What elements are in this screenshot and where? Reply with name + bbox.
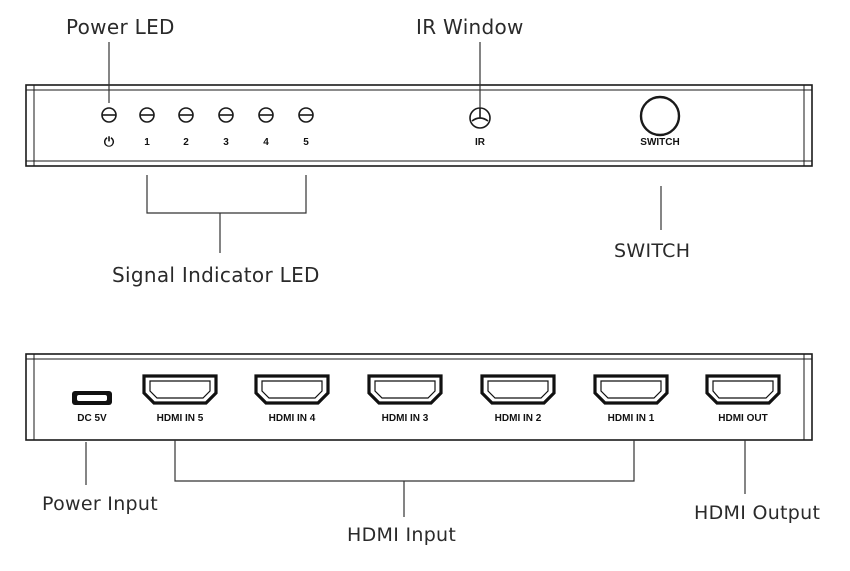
switch-label: SWITCH xyxy=(640,137,680,148)
led-label-4: 4 xyxy=(263,137,269,148)
hdmi-port-in-2 xyxy=(480,374,556,405)
callout-hdmi-output: HDMI Output xyxy=(694,502,821,524)
port-label-hdmi-in-4: HDMI IN 4 xyxy=(268,413,316,424)
led-label-2: 2 xyxy=(183,137,189,148)
rear-panel xyxy=(25,353,813,441)
power-symbol-icon: ⏻ xyxy=(103,134,115,149)
port-label-hdmi-in-1: HDMI IN 1 xyxy=(607,413,655,424)
hdmi-port-in-3 xyxy=(367,374,443,405)
callout-signal-indicator-led: Signal Indicator LED xyxy=(112,263,320,287)
led-label-3: 3 xyxy=(223,137,229,148)
ir-label: IR xyxy=(475,137,485,148)
dc-label: DC 5V xyxy=(77,413,107,424)
front-panel xyxy=(25,84,813,167)
led-label-5: 5 xyxy=(303,137,309,148)
signal-led-1 xyxy=(139,107,155,123)
signal-led-4 xyxy=(258,107,274,123)
rear-callout-lines xyxy=(85,440,746,517)
switch-button-shape xyxy=(639,95,681,137)
callout-hdmi-input: HDMI Input xyxy=(347,524,457,546)
front-callout-lines xyxy=(108,42,662,253)
port-label-hdmi-in-5: HDMI IN 5 xyxy=(156,413,204,424)
port-label-hdmi-in-2: HDMI IN 2 xyxy=(494,413,542,424)
signal-led-5 xyxy=(298,107,314,123)
ir-window-icon xyxy=(469,107,491,129)
hdmi-port-in-5 xyxy=(142,374,218,405)
signal-led-3 xyxy=(218,107,234,123)
callout-switch: SWITCH xyxy=(614,240,691,262)
signal-led-2 xyxy=(178,107,194,123)
callout-ir-window: IR Window xyxy=(416,15,524,39)
port-label-hdmi-in-3: HDMI IN 3 xyxy=(381,413,429,424)
power-led xyxy=(101,107,117,123)
port-label-hdmi-out: HDMI OUT xyxy=(718,413,768,424)
hdmi-port-in-4 xyxy=(254,374,330,405)
switch-button[interactable] xyxy=(640,96,680,136)
led-label-1: 1 xyxy=(144,137,150,148)
hdmi-port-in-1 xyxy=(593,374,669,405)
callout-power-led: Power LED xyxy=(66,15,175,39)
hdmi-port-out xyxy=(705,374,781,405)
callout-power-input: Power Input xyxy=(42,493,158,515)
dc-jack-icon xyxy=(72,391,112,405)
